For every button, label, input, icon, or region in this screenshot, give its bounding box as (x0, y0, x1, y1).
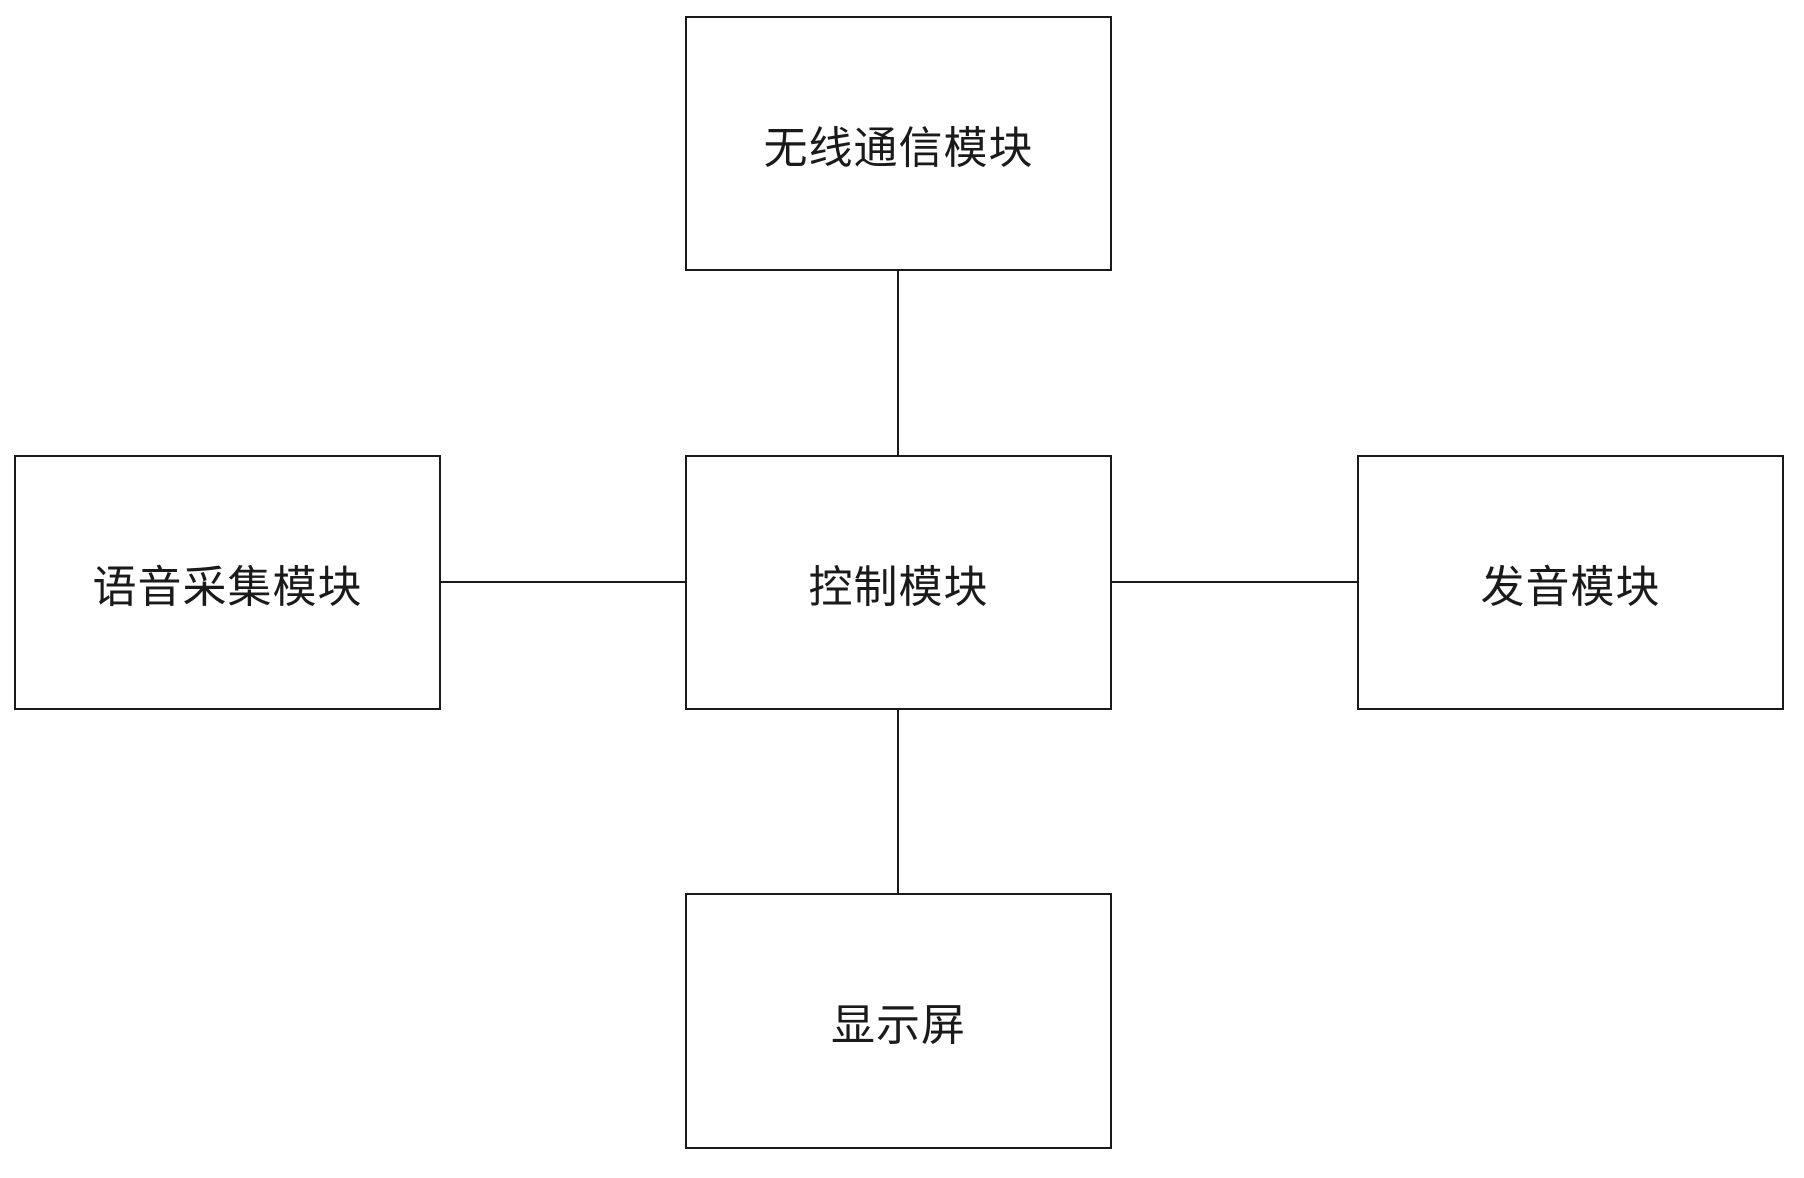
wireless-module-label: 无线通信模块 (763, 122, 1034, 174)
display-screen-label: 显示屏 (831, 1000, 966, 1051)
sound-module-label: 发音模块 (1480, 561, 1661, 613)
connector-voice-capture-control (439, 581, 687, 583)
voice-capture-module-label: 语音采集模块 (92, 561, 363, 613)
connector-control-wireless (897, 269, 899, 456)
wireless-module-box: 无线通信模块 (685, 16, 1112, 271)
display-screen-box: 显示屏 (685, 893, 1112, 1149)
sound-module-box: 发音模块 (1357, 455, 1784, 710)
voice-capture-module-box: 语音采集模块 (14, 455, 441, 710)
control-module-box: 控制模块 (685, 455, 1112, 710)
control-module-label: 控制模块 (808, 561, 989, 613)
connector-control-sound (1111, 581, 1359, 583)
connector-control-display (897, 707, 899, 894)
